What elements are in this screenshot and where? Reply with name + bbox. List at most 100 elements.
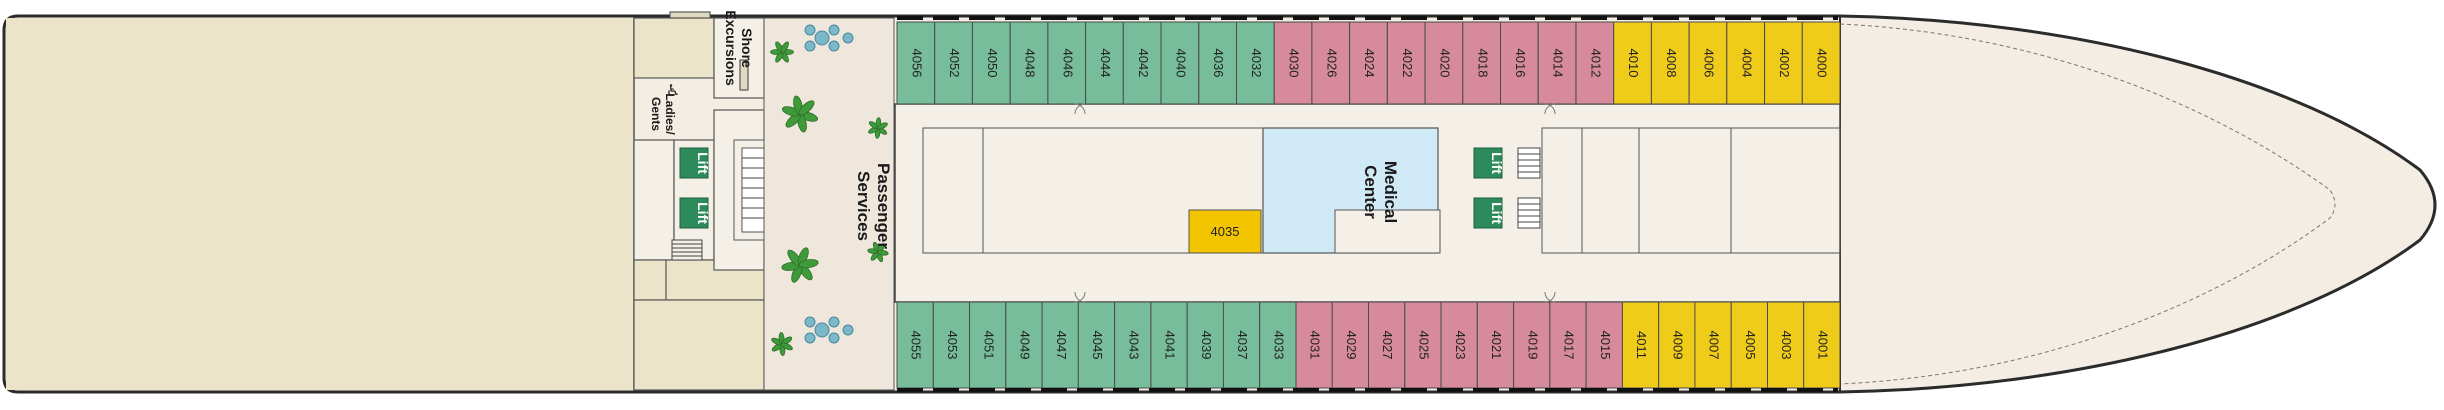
lift-fwd-1[interactable] — [1473, 147, 1503, 179]
cabin-4007-label: 4007 — [1707, 331, 1722, 360]
cabin-4001[interactable] — [1803, 301, 1841, 389]
accessible-icon: ♿ — [666, 81, 680, 100]
cabin-4053-label: 4053 — [945, 331, 960, 360]
cabin-4006-label: 4006 — [1702, 49, 1717, 78]
cabin-4015[interactable] — [1585, 301, 1623, 389]
lift-aft-1[interactable] — [679, 147, 709, 179]
cabin-4019-label: 4019 — [1525, 331, 1540, 360]
medical-center-line2: Center — [1361, 165, 1380, 219]
cabin-4008-label: 4008 — [1664, 49, 1679, 78]
cabin-4021-label: 4021 — [1489, 331, 1504, 360]
cabin-4029[interactable] — [1331, 301, 1369, 389]
cabin-4055-label: 4055 — [909, 331, 924, 360]
lift-aft-2[interactable] — [679, 197, 709, 229]
cabin-4004[interactable] — [1726, 21, 1766, 105]
aft-small-stairs — [671, 239, 703, 261]
cabin-4022[interactable] — [1386, 21, 1426, 105]
cabin-4053[interactable] — [932, 301, 971, 389]
cabin-4037-label: 4037 — [1235, 331, 1250, 360]
cabin-4042-label: 4042 — [1136, 49, 1151, 78]
cabin-4031[interactable] — [1295, 301, 1333, 389]
cabin-4000[interactable] — [1801, 21, 1841, 105]
cabin-4046[interactable] — [1047, 21, 1087, 105]
cabin-4027[interactable] — [1368, 301, 1406, 389]
cabin-4037[interactable] — [1222, 301, 1261, 389]
lift-fwd-2[interactable] — [1473, 197, 1503, 229]
cabin-4042[interactable] — [1122, 21, 1162, 105]
cabin-4035-label: 4035 — [1211, 224, 1240, 239]
cabin-4043[interactable] — [1114, 301, 1152, 389]
palm-trees — [770, 41, 889, 356]
cabin-4035[interactable] — [1188, 209, 1262, 254]
cabin-4048[interactable] — [1009, 21, 1049, 105]
cabin-4024[interactable] — [1349, 21, 1388, 105]
palm-tree-icon — [781, 95, 819, 133]
cabin-4052[interactable] — [934, 21, 973, 105]
cabin-4006[interactable] — [1688, 21, 1728, 105]
lift-fwd-1-label: Lift — [1489, 152, 1505, 174]
cabin-4005[interactable] — [1730, 301, 1768, 389]
passenger-services-label: Passenger Services — [854, 163, 893, 249]
cabin-4039[interactable] — [1186, 301, 1224, 389]
window-strips — [897, 16, 1838, 392]
shore-excursions-line2: Excursions — [723, 10, 739, 86]
cabin-4046-label: 4046 — [1060, 49, 1075, 78]
cabin-4012[interactable] — [1575, 21, 1615, 105]
cabin-4011[interactable] — [1621, 301, 1660, 389]
palm-tree-icon — [770, 41, 794, 63]
cabin-4043-label: 4043 — [1126, 331, 1141, 360]
medical-center-line1: Medical — [1381, 161, 1400, 223]
palm-tree-icon — [771, 332, 793, 356]
stern-open-deck — [6, 18, 634, 390]
cabin-4014[interactable] — [1537, 21, 1577, 105]
cabin-4055[interactable] — [896, 301, 934, 389]
corridor-rooms — [922, 127, 1841, 254]
cabin-4040-label: 4040 — [1173, 49, 1188, 78]
cabin-4008[interactable] — [1650, 21, 1690, 105]
cabin-4051-label: 4051 — [981, 331, 996, 360]
cabin-4016[interactable] — [1500, 21, 1539, 105]
cabin-4032-label: 4032 — [1249, 49, 1264, 78]
aft-service-block — [633, 11, 765, 391]
cabin-4015-label: 4015 — [1598, 331, 1613, 360]
cabin-4014-label: 4014 — [1551, 49, 1566, 78]
cabin-4025[interactable] — [1404, 301, 1442, 389]
cabin-4032[interactable] — [1236, 21, 1275, 105]
cabin-4045-label: 4045 — [1090, 331, 1105, 360]
cabin-4049-label: 4049 — [1017, 331, 1032, 360]
lift-aft-2-label: Lift — [695, 202, 711, 224]
cabin-4003-label: 4003 — [1779, 331, 1794, 360]
palm-tree-icon — [868, 117, 888, 139]
cabin-4045[interactable] — [1077, 301, 1116, 389]
cabin-4027-label: 4027 — [1380, 331, 1395, 360]
passenger-services-line1: Passenger — [874, 163, 893, 249]
cabin-4030[interactable] — [1273, 21, 1313, 105]
cabin-4019[interactable] — [1513, 301, 1551, 389]
cabin-4018-label: 4018 — [1475, 49, 1490, 78]
cabin-4056[interactable] — [896, 21, 936, 105]
cabin-4050[interactable] — [971, 21, 1011, 105]
cabin-4021[interactable] — [1476, 301, 1515, 389]
seating-group-bottom — [804, 316, 854, 344]
cabin-4009-label: 4009 — [1670, 331, 1685, 360]
cabin-4012-label: 4012 — [1588, 49, 1603, 78]
cabin-4049[interactable] — [1005, 301, 1043, 389]
medical-inner-room — [1334, 209, 1441, 254]
cabin-4011-label: 4011 — [1634, 331, 1649, 359]
shore-excursions-label: Shore Excursions — [723, 10, 755, 86]
cabin-4029-label: 4029 — [1344, 331, 1359, 360]
palm-tree-icon — [781, 247, 819, 283]
cabin-4020[interactable] — [1424, 21, 1464, 105]
cabin-4036-label: 4036 — [1211, 49, 1226, 78]
cabin-4018[interactable] — [1462, 21, 1502, 105]
lift-aft-1-label: Lift — [695, 152, 711, 174]
cabin-4040[interactable] — [1160, 21, 1200, 105]
cabin-4002[interactable] — [1764, 21, 1803, 105]
ladies-gents-line2: Gents — [649, 97, 663, 131]
cabin-4010-label: 4010 — [1626, 49, 1641, 78]
cabin-4039-label: 4039 — [1199, 331, 1214, 360]
passenger-services-line2: Services — [854, 171, 873, 241]
cabin-4017[interactable] — [1549, 301, 1587, 389]
